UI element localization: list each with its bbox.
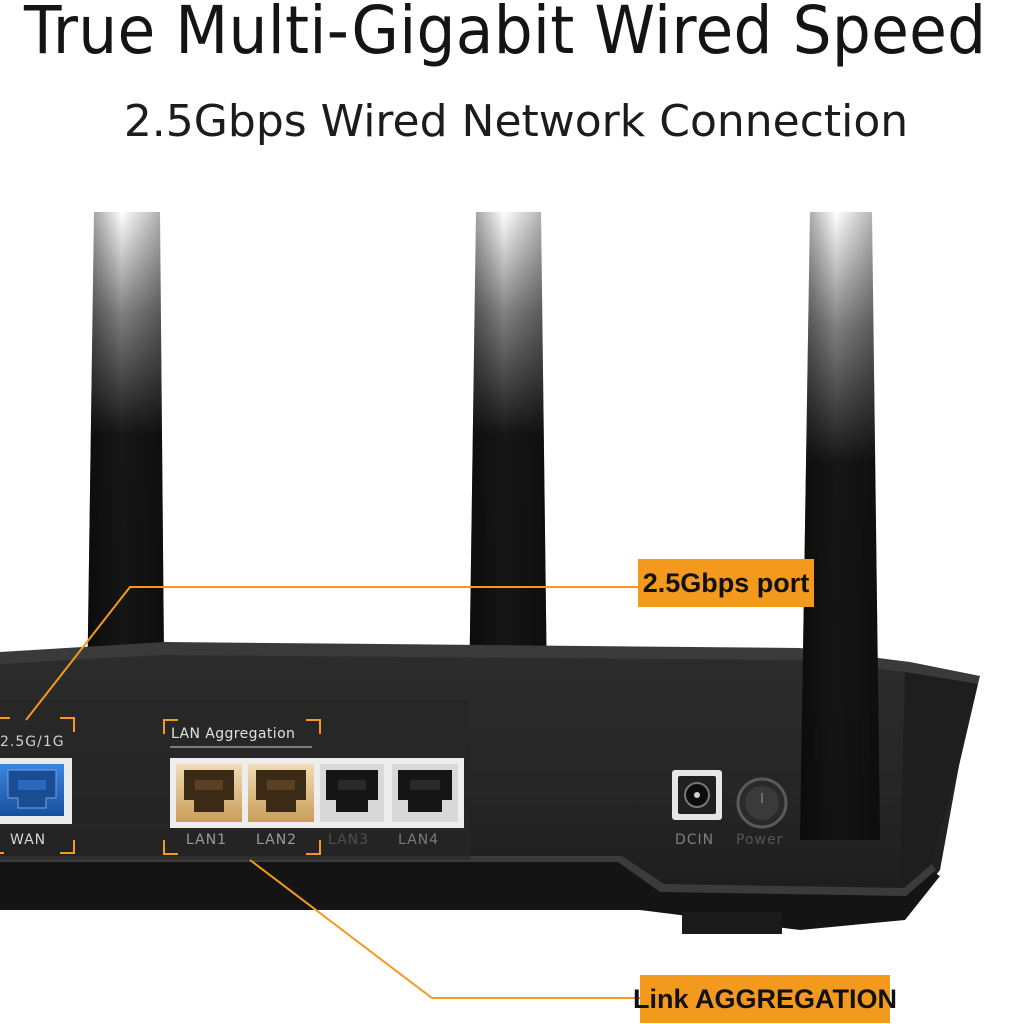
headline: True Multi-Gigabit Wired Speed <box>0 0 1024 69</box>
lan4-port <box>392 764 458 822</box>
antenna-left <box>86 212 165 770</box>
dcin-label: DCIN <box>675 832 715 848</box>
router-body <box>0 642 980 934</box>
lan-aggregation-bracket <box>163 719 321 855</box>
lan-aggregation-label: LAN Aggregation <box>171 726 296 742</box>
lan4-label: LAN4 <box>398 832 440 848</box>
callout-port-text: 2.5Gbps port <box>642 567 810 598</box>
power-label: Power <box>736 832 784 848</box>
subheadline: 2.5Gbps Wired Network Connection <box>0 96 1024 147</box>
lan2-port <box>248 764 314 822</box>
callout-leader-lines <box>25 586 640 999</box>
lan2-label: LAN2 <box>256 832 298 848</box>
lan1-label: LAN1 <box>186 832 228 848</box>
antenna-middle <box>468 212 548 770</box>
lan1-port <box>176 764 242 822</box>
callout-2-5gbps-port: 2.5Gbps port <box>638 559 814 607</box>
headline-text: True Multi-Gigabit Wired Speed <box>24 0 987 69</box>
callout-link-aggregation: Link AGGREGATION <box>633 975 897 1023</box>
antenna-right <box>800 212 880 840</box>
power-button <box>736 777 788 829</box>
lan3-port <box>320 764 384 822</box>
wan-port <box>0 758 72 824</box>
dcin-jack <box>672 770 722 820</box>
wan-highlight-bracket <box>0 717 75 854</box>
lan3-label: LAN3 <box>328 832 370 848</box>
wan-label: WAN <box>10 832 47 848</box>
wan-speed-label: 2.5G/1G <box>0 734 65 750</box>
callout-aggregation-text: Link AGGREGATION <box>633 983 898 1014</box>
subheadline-text: 2.5Gbps Wired Network Connection <box>123 96 909 147</box>
lan-port-strip <box>170 758 464 828</box>
